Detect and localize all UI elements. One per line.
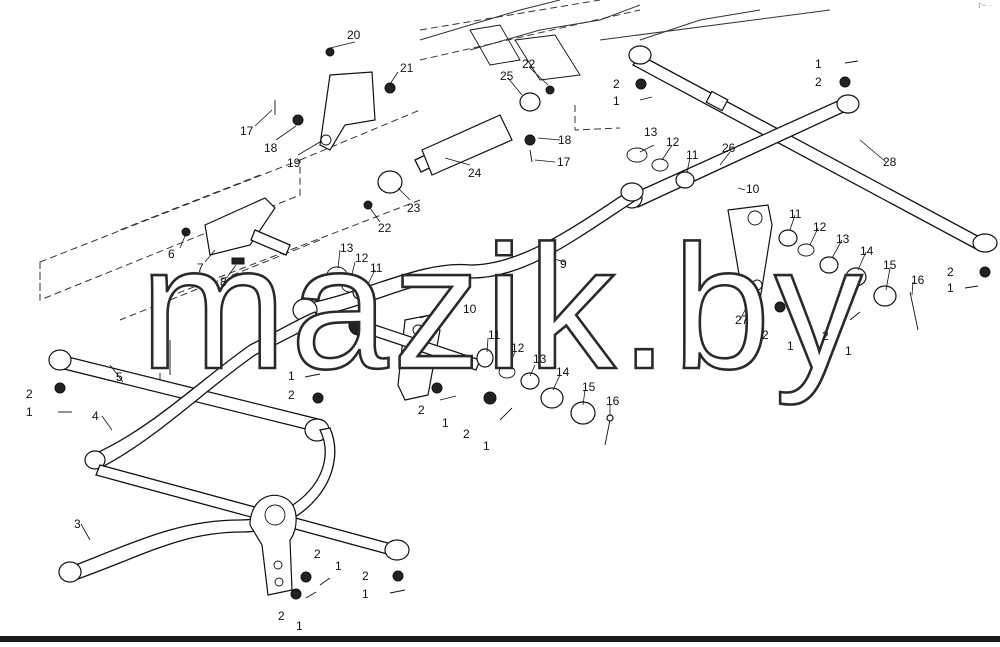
callout-16-center: 16 — [606, 394, 620, 408]
callout-1-top-right: 1 — [815, 57, 822, 71]
callout-1-tl-right: 1 — [613, 94, 620, 108]
callout-2-right-nut: 2 — [822, 329, 829, 343]
callout-1-idler: 1 — [442, 416, 449, 430]
callout-11-left: 11 — [370, 261, 383, 275]
callout-18-right: 18 — [558, 133, 572, 147]
callout-13-left: 13 — [340, 241, 354, 255]
callout-2-top-right: 2 — [815, 75, 822, 89]
callout-17-left: 17 — [240, 124, 254, 138]
callout-1-mid-upper: 1 — [288, 369, 295, 383]
callout-10-right: 10 — [746, 182, 760, 196]
callout-1-arm27: 1 — [787, 339, 794, 353]
callout-15-right: 15 — [883, 258, 897, 272]
callout-2-bottom-b: 2 — [278, 609, 285, 623]
callout-1-shaft: 1 — [483, 439, 490, 453]
corner-mark: r~ · — [978, 0, 992, 10]
callout-21: 21 — [400, 61, 414, 75]
callout-20: 20 — [347, 28, 361, 42]
callout-12-far-right: 12 — [813, 220, 827, 234]
callout-13-far-right: 13 — [836, 232, 850, 246]
shaft-bushing-assembly-center — [348, 314, 614, 446]
callout-3: 3 — [74, 517, 81, 531]
callout-22-lower: 22 — [378, 221, 392, 235]
callout-19: 19 — [287, 156, 301, 170]
callout-12-center: 12 — [511, 341, 525, 355]
callout-23: 23 — [407, 201, 421, 215]
callout-14-right: 14 — [860, 244, 874, 258]
callout-22-upper: 22 — [522, 57, 536, 71]
callout-24: 24 — [468, 166, 482, 180]
callout-11-right: 11 — [686, 148, 699, 162]
steering-cylinder-24 — [363, 85, 555, 210]
bracket-7 — [181, 197, 372, 301]
callout-16-right: 16 — [911, 273, 925, 287]
callout-2-left: 2 — [26, 387, 33, 401]
callout-12-right: 12 — [666, 135, 680, 149]
callout-8: 8 — [220, 275, 227, 289]
watermark-text: mazik.by — [140, 210, 866, 406]
callout-2-mid-upper: 2 — [288, 388, 295, 402]
callout-2-arm27: 2 — [762, 328, 769, 342]
callout-25: 25 — [500, 69, 514, 83]
callout-1-bottom-c: 1 — [362, 587, 369, 601]
callout-9: 9 — [560, 257, 567, 271]
tie-rod-28 — [628, 45, 998, 278]
callout-13-right: 13 — [644, 125, 658, 139]
callout-26: 26 — [722, 141, 736, 155]
callout-27: 27 — [735, 313, 749, 327]
callout-2-bottom-c: 2 — [362, 569, 369, 583]
pitman-arm-27 — [727, 204, 786, 313]
callout-11-center: 11 — [488, 328, 501, 342]
cotter-pins — [58, 60, 979, 599]
bracket-19 — [292, 47, 396, 151]
leader-lines — [80, 41, 914, 541]
callout-2-shaft: 2 — [463, 427, 470, 441]
callout-1-right-nut: 1 — [845, 344, 852, 358]
callout-13-center: 13 — [533, 352, 547, 366]
callout-6: 6 — [168, 247, 175, 261]
callout-5: 5 — [116, 370, 123, 384]
callout-2-idler: 2 — [418, 403, 425, 417]
callout-1-bottom-a: 1 — [335, 559, 342, 573]
callout-4: 4 — [92, 409, 99, 423]
callout-10-center: 10 — [463, 302, 477, 316]
callout-14-center: 14 — [556, 365, 570, 379]
bottom-border-bar — [0, 636, 1000, 642]
callout-7: 7 — [197, 261, 204, 275]
steering-arm-lower — [249, 494, 312, 600]
callout-1-far-right-end: 1 — [947, 281, 954, 295]
callout-2-bottom-a: 2 — [314, 547, 321, 561]
callout-17-right: 17 — [557, 155, 571, 169]
callout-28: 28 — [883, 155, 897, 169]
callout-1-bottom-b: 1 — [296, 619, 303, 633]
callout-11-far-right: 11 — [789, 207, 802, 221]
shaft-bushing-assembly-right — [626, 147, 919, 331]
callout-18-left: 18 — [264, 141, 278, 155]
callout-labels: 20 21 17 18 19 23 22 24 25 22 18 17 6 7 … — [26, 28, 954, 633]
callout-15-center: 15 — [582, 380, 596, 394]
callout-1-left: 1 — [26, 405, 33, 419]
callout-12-left: 12 — [355, 251, 369, 265]
callout-2-far-right: 2 — [947, 265, 954, 279]
callout-2-tl-right: 2 — [613, 77, 620, 91]
